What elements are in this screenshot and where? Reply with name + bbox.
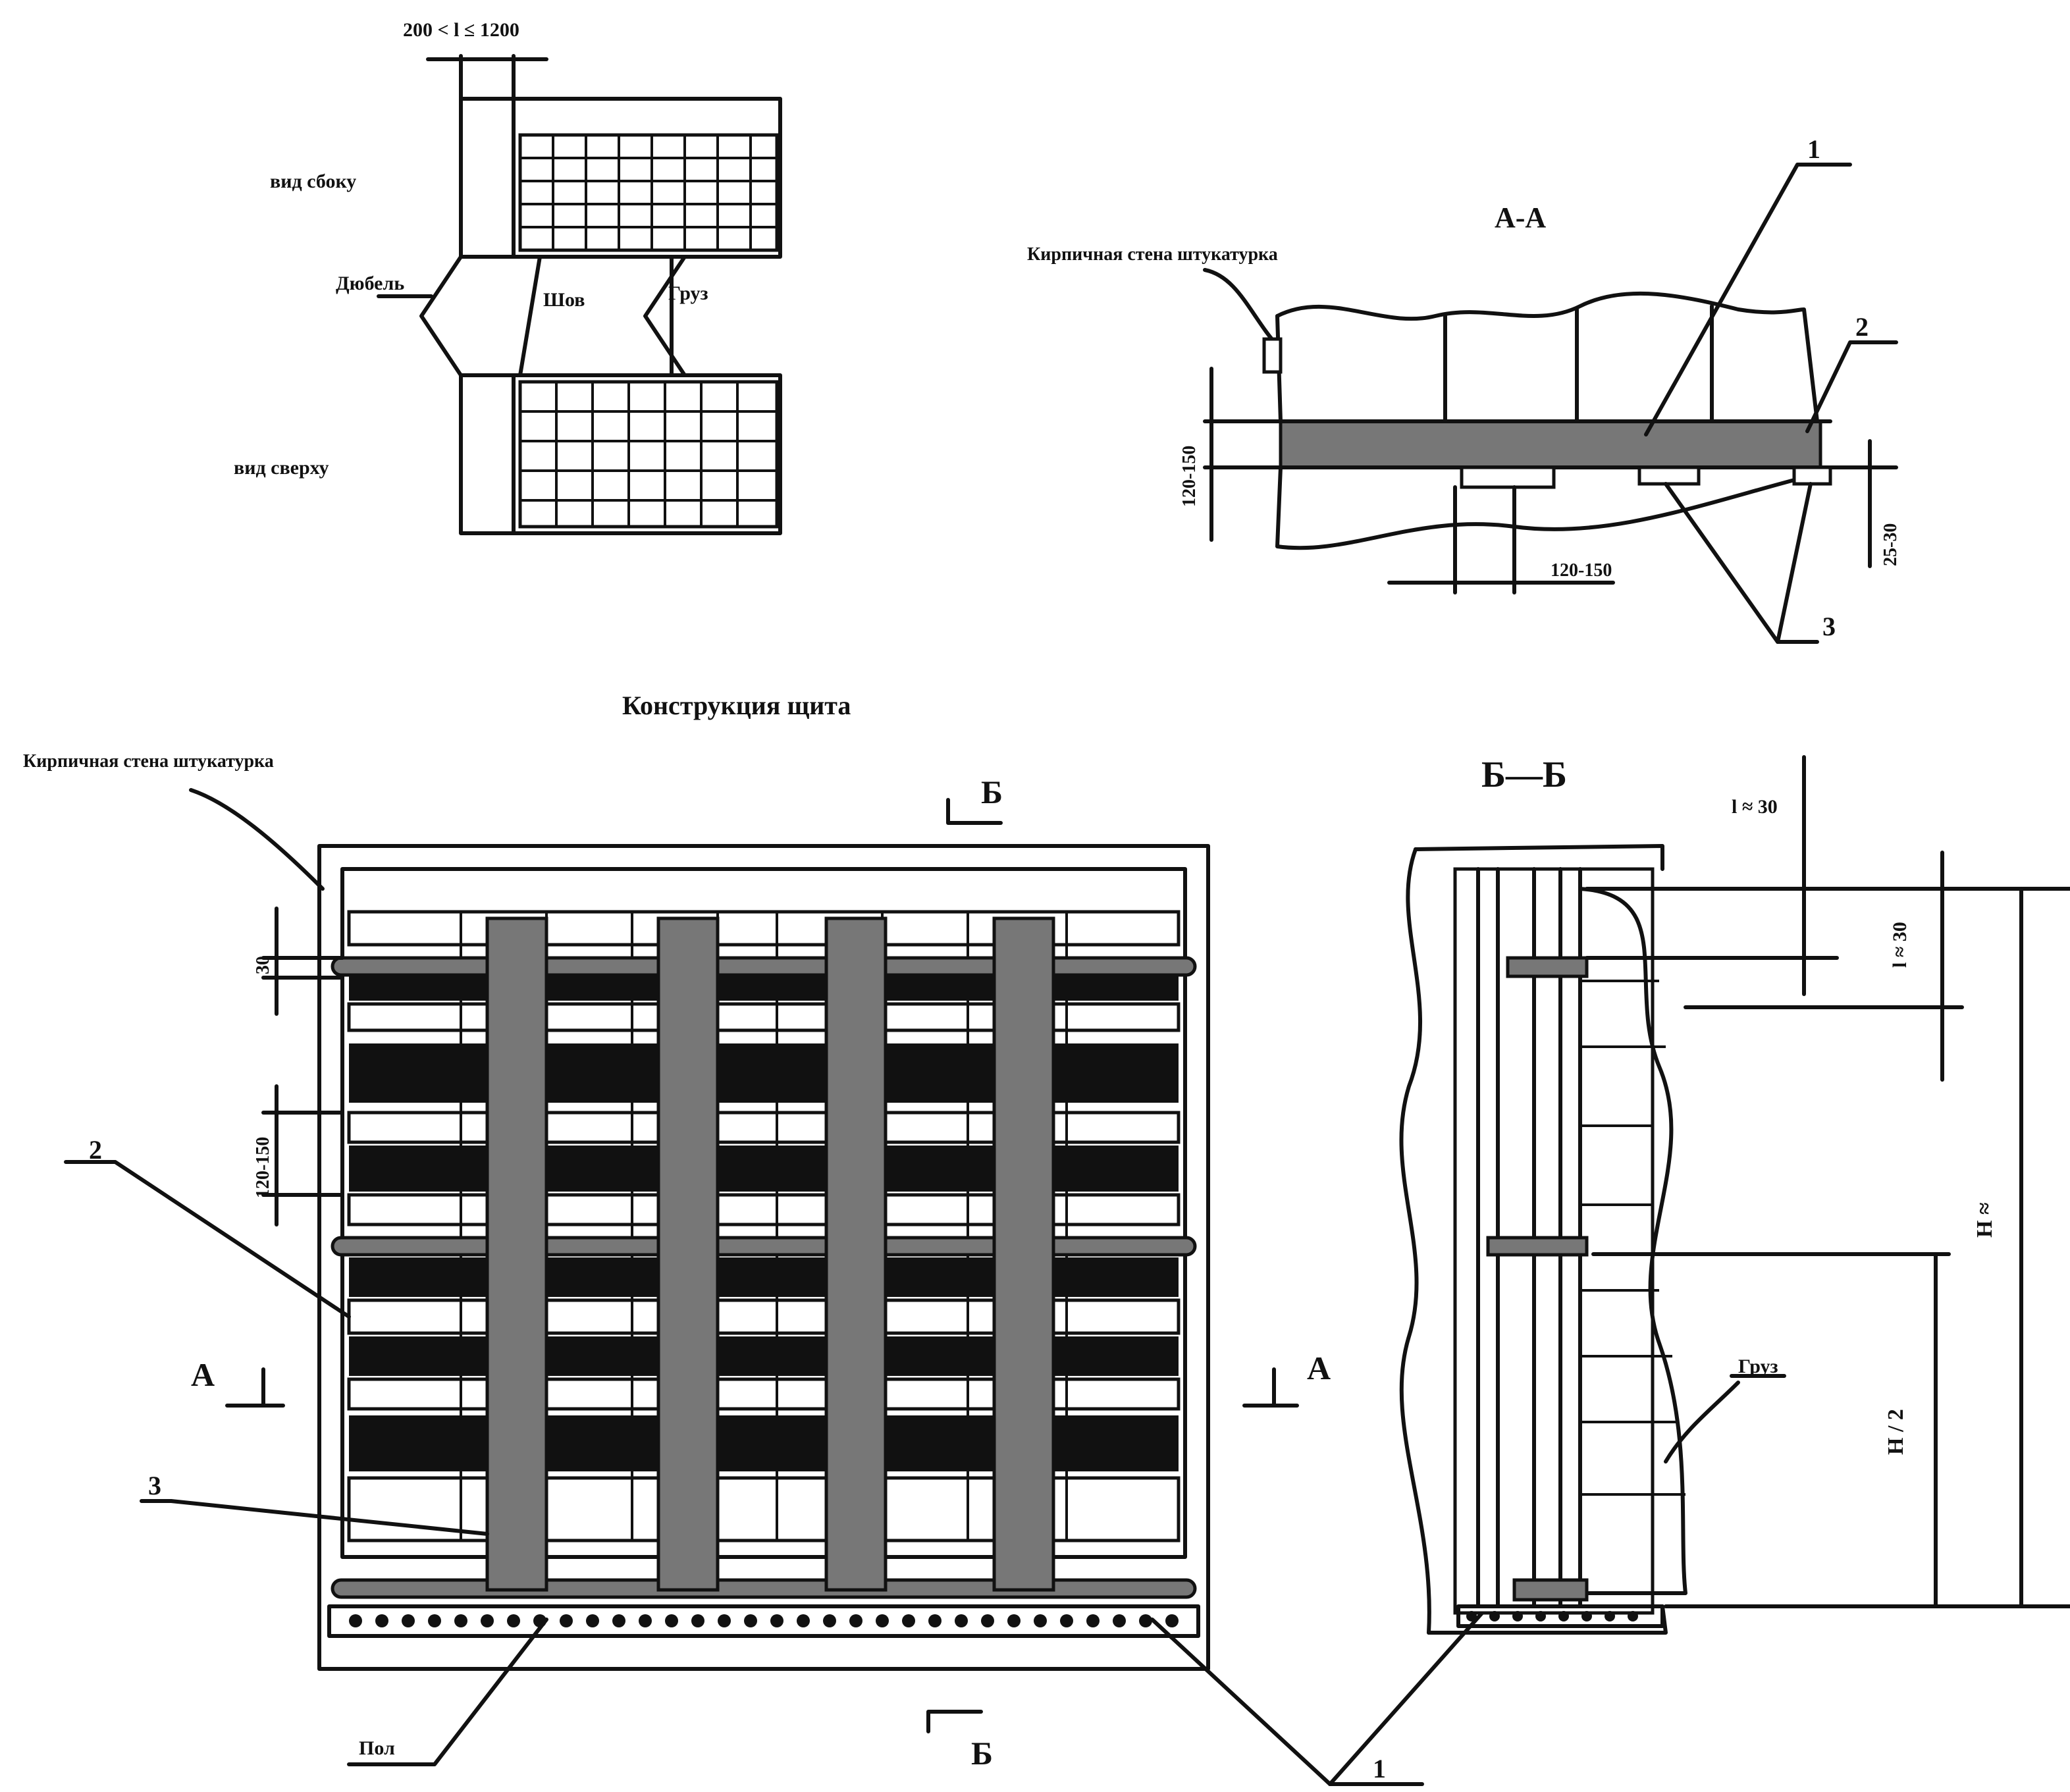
aa-plate-left bbox=[1460, 465, 1556, 489]
seam-label: Шов bbox=[543, 289, 585, 311]
upper-brick-grid bbox=[518, 133, 779, 252]
section-bb: Б—Б l ≈ 30 bbox=[1399, 754, 2070, 1635]
aa-wall-top bbox=[1275, 291, 1819, 423]
top-dim-label: 200 < l ≤ 1200 bbox=[403, 19, 519, 41]
column-3 bbox=[824, 916, 888, 1592]
aa-beam bbox=[1279, 419, 1822, 469]
bb-rail-top bbox=[1506, 956, 1589, 978]
lower-block-label: вид сверху bbox=[234, 457, 329, 479]
bb-brick-wall bbox=[1578, 887, 1687, 1595]
main-brick-label: Кирпичная стена штукатурка bbox=[23, 751, 274, 772]
column-2 bbox=[656, 916, 720, 1592]
aa-callout-3: 3 bbox=[1822, 612, 1836, 641]
mark-b-bottom: Б bbox=[971, 1735, 993, 1772]
shield-front-view: 30 120-150 Кирпичная стена штукатурка Б … bbox=[23, 751, 1490, 1786]
aa-brick-label: Кирпичная стена штукатурка bbox=[1027, 244, 1278, 265]
upper-block-label: вид сбоку bbox=[270, 171, 356, 192]
dowel-label: Дюбель bbox=[336, 273, 404, 294]
bb-dim-second: l ≈ 30 bbox=[1889, 922, 1911, 968]
main-callout-1: 1 bbox=[1373, 1754, 1386, 1783]
main-callout-3: 3 bbox=[148, 1471, 161, 1500]
mark-a-left: А bbox=[191, 1356, 215, 1393]
aa-callout-1: 1 bbox=[1807, 134, 1820, 164]
aa-width-dim: 120-150 bbox=[1551, 560, 1612, 581]
bb-dim-top: l ≈ 30 bbox=[1732, 796, 1778, 818]
shield-outer-frame bbox=[317, 844, 1210, 1671]
dowel-row bbox=[327, 1604, 1200, 1638]
bb-gap-label: Груз bbox=[1738, 1356, 1778, 1377]
aa-callout-2: 2 bbox=[1855, 312, 1869, 342]
hex-seam-left bbox=[419, 255, 674, 377]
shield-inner-frame bbox=[340, 867, 1187, 1559]
gap-label: Груз bbox=[668, 282, 708, 304]
bb-dim-h: H ≈ bbox=[1973, 1202, 1997, 1238]
mark-b-top: Б bbox=[981, 774, 1003, 810]
section-bb-title: Б—Б bbox=[1481, 754, 1567, 795]
lower-brick-grid bbox=[518, 380, 779, 529]
rail-top bbox=[331, 956, 1197, 977]
bb-rail-mid bbox=[1486, 1236, 1589, 1257]
dim-30-label: 30 bbox=[253, 956, 273, 974]
aa-height-dim: 120-150 bbox=[1179, 446, 1200, 507]
rail-bottom bbox=[331, 1578, 1197, 1599]
hex-seam-right bbox=[643, 255, 687, 377]
dim-120-150-label: 120-150 bbox=[253, 1137, 273, 1198]
bb-wall-left bbox=[1399, 847, 1431, 1635]
column-4 bbox=[992, 916, 1055, 1592]
floor-label: Пол bbox=[359, 1737, 395, 1759]
aa-plate-right bbox=[1792, 465, 1832, 486]
aa-plate-mid bbox=[1637, 465, 1701, 486]
upper-block-outline bbox=[459, 97, 782, 259]
main-callout-2: 2 bbox=[89, 1135, 102, 1165]
aa-right-dim: 25-30 bbox=[1880, 523, 1901, 566]
wall-seam-detail: 200 < l ≤ 1200 вид сбоку вид сверху Дюбе… bbox=[234, 19, 782, 535]
bb-rail-bottom bbox=[1512, 1578, 1589, 1602]
section-aa: А-А 120-150 120-150 25-30 Кирпичная стен… bbox=[1027, 134, 1901, 644]
rail-middle bbox=[331, 1236, 1197, 1257]
mark-a-right: А bbox=[1307, 1350, 1331, 1386]
bb-dim-h-half: H / 2 bbox=[1884, 1409, 1908, 1455]
column-1 bbox=[485, 916, 548, 1592]
construction-title: Конструкция щита bbox=[622, 691, 851, 720]
section-aa-title: А-А bbox=[1495, 201, 1546, 234]
